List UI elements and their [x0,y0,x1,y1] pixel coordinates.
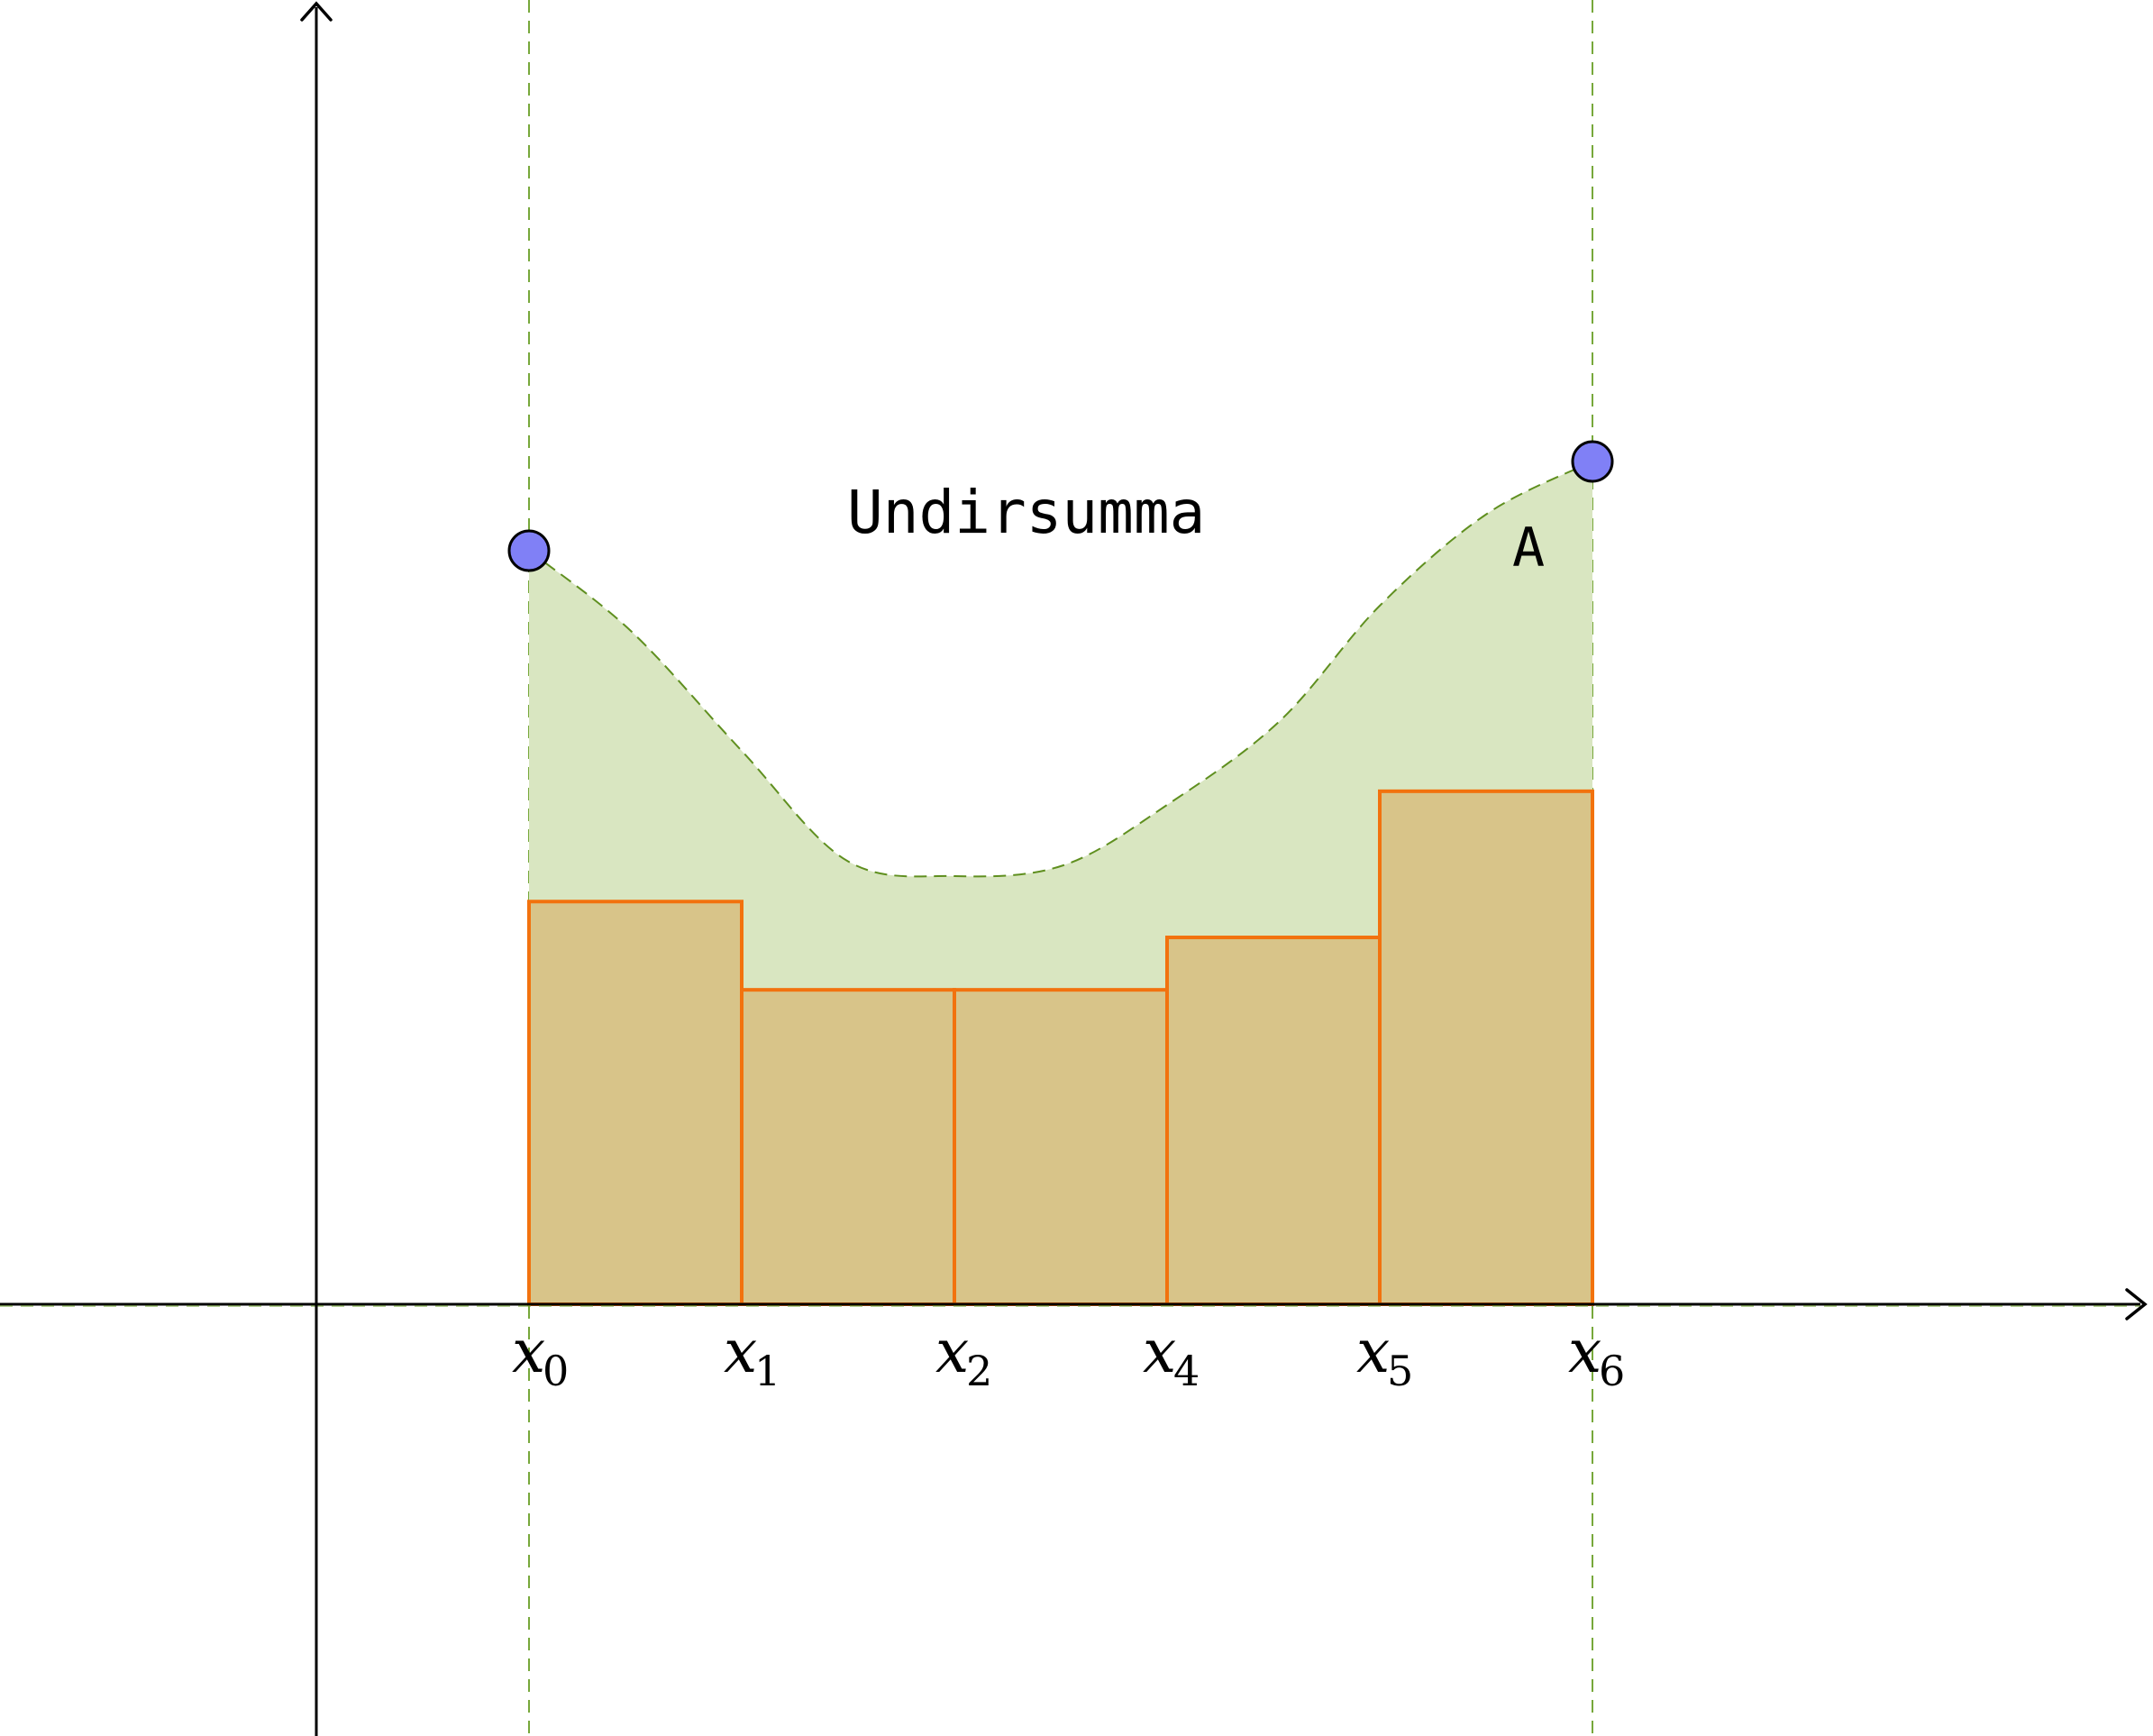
partition-label-x2: x2 [935,1317,992,1395]
diagram-title: Undirsumma [847,478,1205,547]
partition-label-sub: 2 [966,1347,992,1395]
partition-label-x1: x1 [724,1317,780,1395]
lower-sum-rect-1 [527,900,744,1306]
partition-label-var: x [1143,1317,1176,1386]
x-axis-arrow-icon [2125,1288,2148,1320]
partition-label-var: x [512,1317,545,1386]
partition-label-sub: 1 [754,1347,780,1395]
y-axis-arrow-icon [300,1,333,22]
lower-sum-rect-4 [1165,936,1382,1307]
curve-endpoints [507,440,1614,572]
partition-label-var: x [1568,1317,1601,1386]
left-endpoint [507,529,551,572]
function-curve [528,461,1593,878]
partition-label-var: x [1356,1317,1390,1386]
partition-label-sub: 4 [1173,1347,1200,1395]
lower-sum-rect-5 [1378,789,1594,1306]
partition-label-x0: x0 [512,1317,569,1395]
lower-sum-rect-2 [740,988,956,1307]
partition-label-x6: x6 [1568,1317,1625,1395]
partition-label-sub: 6 [1599,1347,1625,1395]
partition-label-var: x [724,1317,757,1386]
lower-sum-rect-3 [953,988,1169,1307]
partition-label-x5: x5 [1356,1317,1413,1395]
partition-label-sub: 0 [543,1347,569,1395]
partition-label-x4: x4 [1143,1317,1200,1395]
area-label: A [1512,516,1545,580]
partition-label-sub: 5 [1387,1347,1413,1395]
right-endpoint [1571,440,1614,483]
partition-label-var: x [935,1317,969,1386]
